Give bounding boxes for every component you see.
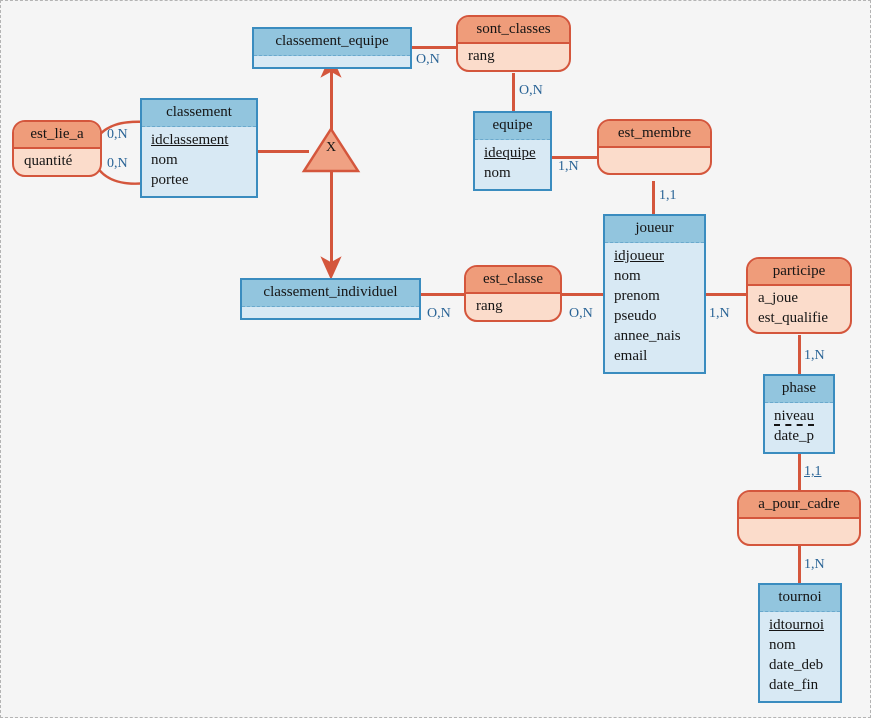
cardinality-est-lie-a-bottom: 0,N <box>107 156 128 171</box>
relationship-title: est_membre <box>599 121 710 148</box>
entity-attributes: idclassement nom portee <box>142 127 256 196</box>
entity-attributes: idtournoi nom date_deb date_fin <box>760 612 840 701</box>
attribute-pseudo: pseudo <box>614 308 657 324</box>
relationship-attributes <box>739 519 859 544</box>
entity-attributes <box>242 307 419 318</box>
relationship-attributes <box>599 148 710 173</box>
entity-title: tournoi <box>760 585 840 612</box>
cardinality-classement-equipe-sont-classes: O,N <box>416 52 440 67</box>
attribute-idclassement: idclassement <box>151 132 229 148</box>
attribute-quantite: quantité <box>24 153 73 169</box>
entity-attributes: idequipe nom <box>475 140 550 189</box>
entity-phase[interactable]: phase niveau date_p <box>763 374 835 454</box>
attribute-email: email <box>614 348 648 364</box>
connector-classement-individuel-est-classe <box>419 293 467 296</box>
attribute-idjoueur: idjoueur <box>614 248 664 264</box>
entity-classement-equipe[interactable]: classement_equipe <box>252 27 412 69</box>
cardinality-a-pour-cadre-tournoi: 1,N <box>804 557 825 572</box>
connector-est-classe-joueur <box>561 293 608 296</box>
connector-classement-equipe-sont-classes <box>411 46 459 49</box>
connector-participe-phase <box>798 335 801 375</box>
connector-joueur-participe <box>701 293 749 296</box>
relationship-title: a_pour_cadre <box>739 492 859 519</box>
attribute-idtournoi: idtournoi <box>769 617 824 633</box>
xor-symbol: X <box>325 140 337 155</box>
cardinality-est-membre-joueur: 1,1 <box>659 188 677 203</box>
attribute-prenom: prenom <box>614 288 660 304</box>
relationship-attributes: a_joue est_qualifie <box>748 286 850 332</box>
cardinality-classement-individuel-est-classe: O,N <box>427 306 451 321</box>
cardinality-est-lie-a-top: 0,N <box>107 127 128 142</box>
cardinality-phase-a-pour-cadre: 1,1 <box>804 464 822 479</box>
relationship-est-membre[interactable]: est_membre <box>597 119 712 175</box>
relationship-attributes: rang <box>458 44 569 70</box>
arrowhead-down-classement-individuel <box>320 256 342 280</box>
attribute-niveau: niveau <box>774 408 814 426</box>
connector-xor-classement-equipe <box>330 63 333 131</box>
entity-title: equipe <box>475 113 550 140</box>
entity-classement[interactable]: classement idclassement nom portee <box>140 98 258 198</box>
relationship-title: participe <box>748 259 850 286</box>
connector-xor-classement-individuel <box>330 169 333 269</box>
relationship-est-classe[interactable]: est_classe rang <box>464 265 562 322</box>
cardinality-participe-phase: 1,N <box>804 348 825 363</box>
attribute-nom: nom <box>614 268 641 284</box>
entity-attributes: niveau date_p <box>765 403 833 452</box>
cardinality-equipe-est-membre: 1,N <box>558 159 579 174</box>
connector-equipe-est-membre <box>552 156 600 159</box>
xor-inheritance-triangle[interactable]: X <box>301 126 361 173</box>
attribute-nom: nom <box>484 165 511 181</box>
entity-attributes: idjoueur nom prenom pseudo annee_nais em… <box>605 243 704 372</box>
attribute-idequipe: idequipe <box>484 145 536 161</box>
relationship-title: est_lie_a <box>14 122 100 149</box>
entity-title: phase <box>765 376 833 403</box>
entity-tournoi[interactable]: tournoi idtournoi nom date_deb date_fin <box>758 583 842 703</box>
attribute-a-joue: a_joue <box>758 290 798 306</box>
relationship-title: est_classe <box>466 267 560 294</box>
entity-title: classement <box>142 100 256 127</box>
relationship-attributes: rang <box>466 294 560 320</box>
cardinality-sont-classes-equipe: O,N <box>519 83 543 98</box>
connector-classement-xor <box>257 150 309 153</box>
relationship-attributes: quantité <box>14 149 100 175</box>
relationship-title: sont_classes <box>458 17 569 44</box>
cardinality-est-classe-joueur: O,N <box>569 306 593 321</box>
entity-attributes <box>254 56 410 67</box>
connector-sont-classes-equipe <box>512 73 515 111</box>
relationship-a-pour-cadre[interactable]: a_pour_cadre <box>737 490 861 546</box>
attribute-nom: nom <box>151 152 178 168</box>
attribute-date-fin: date_fin <box>769 677 819 693</box>
entity-title: classement_equipe <box>254 29 410 56</box>
attribute-date-deb: date_deb <box>769 657 824 673</box>
relationship-participe[interactable]: participe a_joue est_qualifie <box>746 257 852 334</box>
entity-joueur[interactable]: joueur idjoueur nom prenom pseudo annee_… <box>603 214 706 374</box>
connector-a-pour-cadre-tournoi <box>798 546 801 583</box>
attribute-niveau-wrap: niveau <box>774 406 824 426</box>
entity-classement-individuel[interactable]: classement_individuel <box>240 278 421 320</box>
attribute-nom: nom <box>769 637 796 653</box>
attribute-date-p: date_p <box>774 428 814 444</box>
connector-phase-a-pour-cadre <box>798 451 801 491</box>
connector-est-membre-joueur <box>652 181 655 214</box>
cardinality-joueur-participe: 1,N <box>709 306 730 321</box>
attribute-rang: rang <box>476 298 503 314</box>
relationship-est-lie-a[interactable]: est_lie_a quantité <box>12 120 102 177</box>
attribute-portee: portee <box>151 172 189 188</box>
entity-title: classement_individuel <box>242 280 419 307</box>
entity-equipe[interactable]: equipe idequipe nom <box>473 111 552 191</box>
attribute-annee-nais: annee_nais <box>614 328 681 344</box>
attribute-est-qualifie: est_qualifie <box>758 310 828 326</box>
entity-title: joueur <box>605 216 704 243</box>
relationship-sont-classes[interactable]: sont_classes rang <box>456 15 571 72</box>
attribute-rang: rang <box>468 48 495 64</box>
